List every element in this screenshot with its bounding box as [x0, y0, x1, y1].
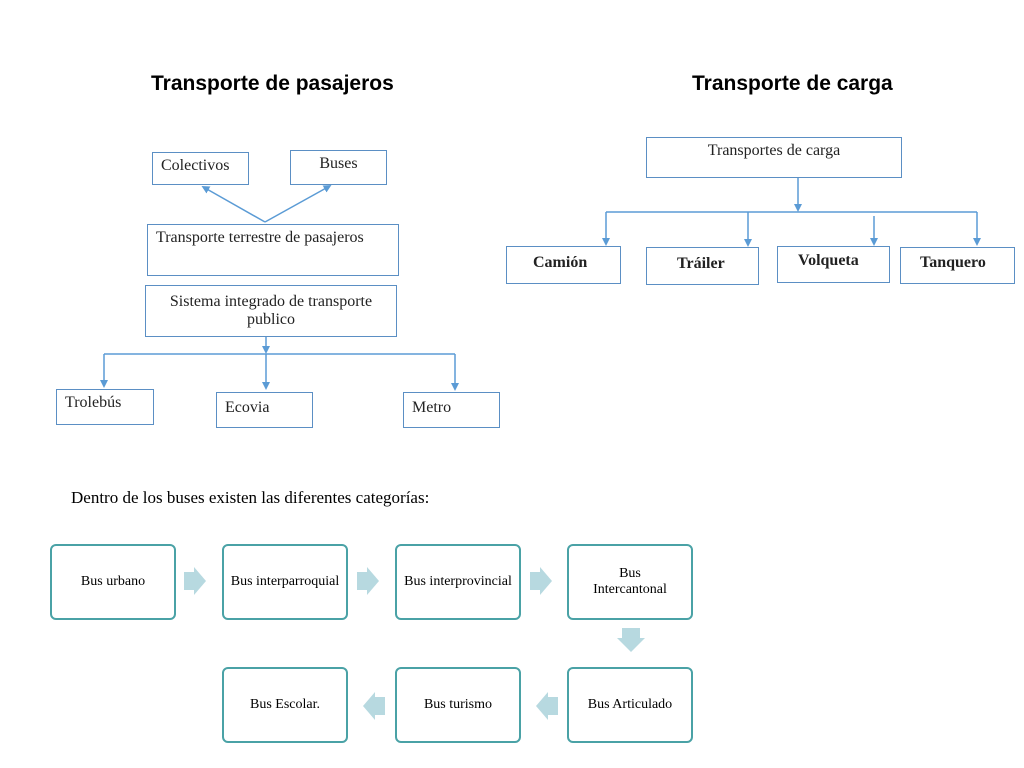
box-camion: Camión [506, 246, 621, 284]
chevron-left-icon [536, 692, 558, 720]
box-ecovia: Ecovia [216, 392, 313, 428]
category-bus-interparroquial: Bus interparroquial [222, 544, 348, 620]
label-ecovia: Ecovia [225, 399, 270, 416]
label-trolebus: Trolebús [65, 394, 122, 411]
chevron-right-icon [357, 567, 379, 595]
box-transporte-terrestre: Transporte terrestre de pasajeros [147, 224, 399, 276]
category-bus-escolar: Bus Escolar. [222, 667, 348, 743]
chevron-right-icon [530, 567, 552, 595]
label-bus-escolar: Bus Escolar. [250, 696, 320, 712]
box-buses: Buses [290, 150, 387, 185]
label-buses: Buses [319, 155, 358, 172]
label-tanquero: Tanquero [920, 254, 986, 271]
label-sistema-integrado: Sistema integrado de transporte publico [169, 293, 373, 328]
box-tanquero: Tanquero [900, 247, 1015, 284]
label-bus-interparroquial: Bus interparroquial [230, 573, 340, 589]
box-metro: Metro [403, 392, 500, 428]
chevron-down-icon [617, 628, 645, 652]
arrow-to-colectivos [201, 186, 266, 223]
bus-categories-intro: Dentro de los buses existen las diferent… [71, 488, 430, 507]
category-bus-articulado: Bus Articulado [567, 667, 693, 743]
label-bus-interprovincial: Bus interprovincial [404, 573, 512, 589]
label-trailer: Tráiler [677, 255, 725, 272]
arrow-to-buses [264, 185, 332, 223]
label-metro: Metro [412, 399, 452, 416]
box-transportes-de-carga: Transportes de carga [646, 137, 902, 178]
cargo-transport-title: Transporte de carga [692, 72, 893, 95]
category-bus-urbano: Bus urbano [50, 544, 176, 620]
chevron-left-icon [363, 692, 385, 720]
label-camion: Camión [533, 254, 588, 271]
category-bus-turismo: Bus turismo [395, 667, 521, 743]
chevron-right-icon [184, 567, 206, 595]
category-bus-interprovincial: Bus interprovincial [395, 544, 521, 620]
box-colectivos: Colectivos [152, 152, 249, 185]
passenger-transport-title: Transporte de pasajeros [151, 72, 394, 95]
box-trolebus: Trolebús [56, 389, 154, 425]
label-transporte-terrestre: Transporte terrestre de pasajeros [156, 229, 364, 246]
box-sistema-integrado: Sistema integrado de transporte publico [145, 285, 397, 337]
label-colectivos: Colectivos [161, 157, 230, 174]
label-bus-articulado: Bus Articulado [587, 696, 673, 712]
label-bus-urbano: Bus urbano [80, 573, 146, 589]
label-volqueta: Volqueta [798, 252, 859, 269]
label-bus-turismo: Bus turismo [423, 696, 493, 712]
box-trailer: Tráiler [646, 247, 759, 285]
label-bus-intercantonal: Bus Intercantonal [593, 565, 667, 597]
category-bus-intercantonal: Bus Intercantonal [567, 544, 693, 620]
box-volqueta: Volqueta [777, 246, 890, 283]
label-transportes-de-carga: Transportes de carga [707, 142, 841, 159]
